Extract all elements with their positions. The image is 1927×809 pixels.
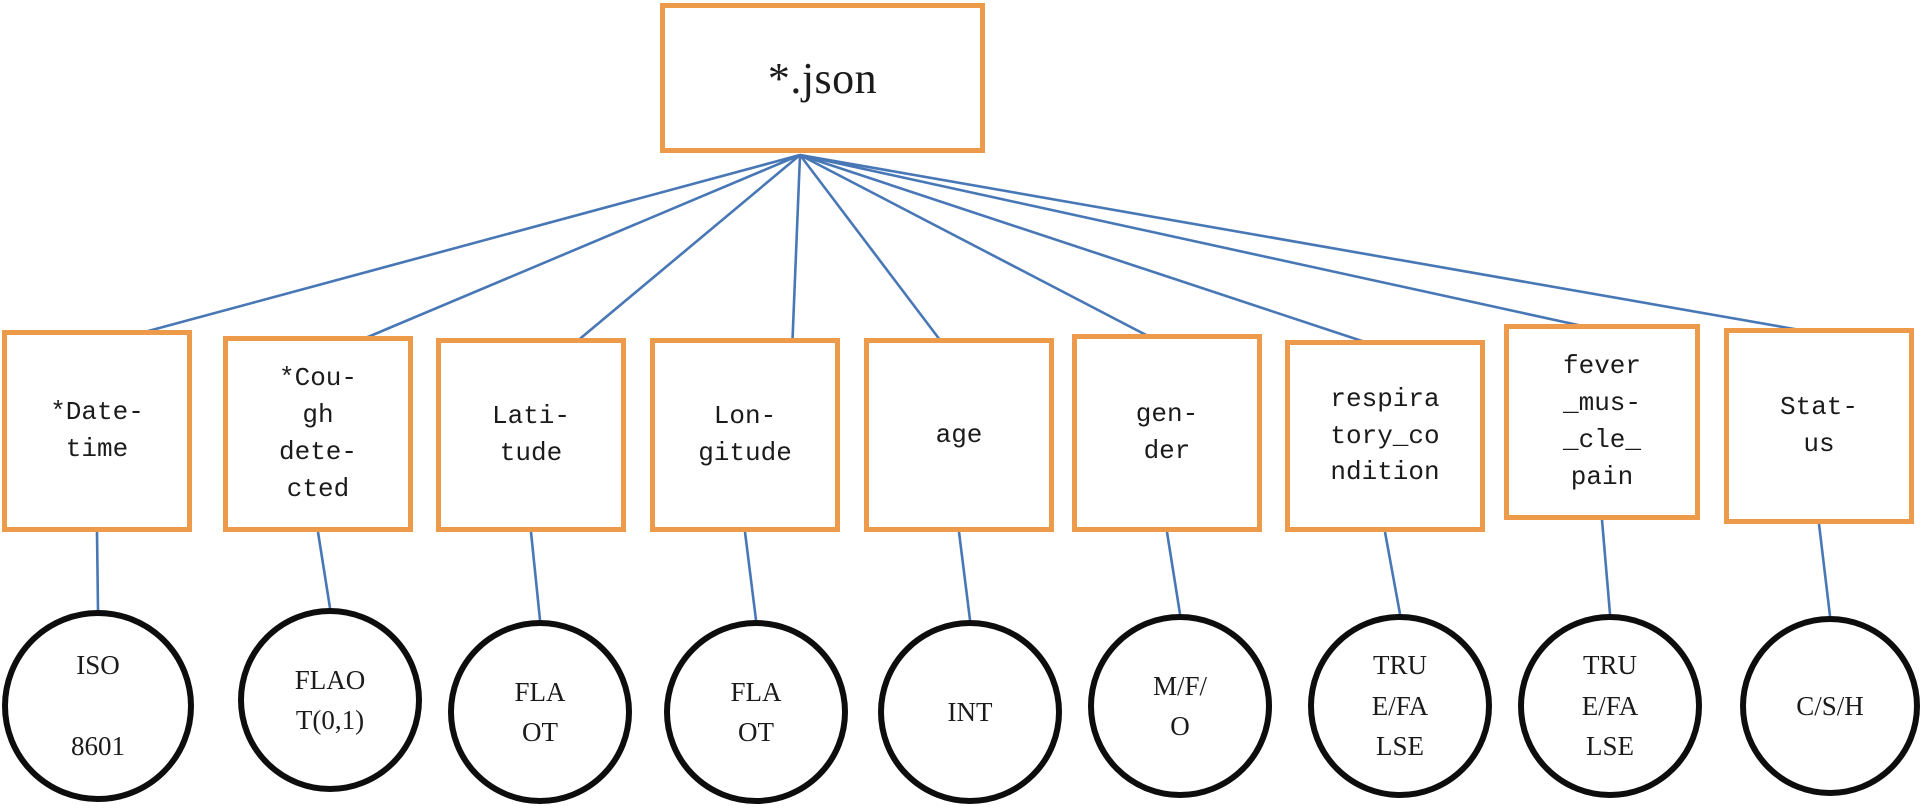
edge-field-to-type-4 xyxy=(957,531,972,621)
field-node-longitude[interactable]: Lon- gitude xyxy=(650,338,840,532)
type-node-label: TRU E/FA LSE xyxy=(1581,650,1639,762)
field-node-gender[interactable]: gen- der xyxy=(1072,334,1262,532)
field-node-respiratory-condition[interactable]: respira tory_co ndition xyxy=(1285,340,1485,532)
edge-root-to-field-7 xyxy=(799,153,1583,328)
type-node-label: TRU E/FA LSE xyxy=(1371,650,1429,762)
edge-root-to-field-0 xyxy=(144,153,801,334)
field-node-latitude[interactable]: Lati- tude xyxy=(436,338,626,532)
type-node-mfo[interactable]: M/F/ O xyxy=(1088,614,1272,798)
edge-field-to-type-5 xyxy=(1165,531,1182,615)
type-node-boolean-respiratory[interactable]: TRU E/FA LSE xyxy=(1308,614,1492,798)
type-node-label: M/F/ O xyxy=(1152,670,1208,742)
field-node-datetime[interactable]: *Date- time xyxy=(2,330,192,532)
field-node-label: age xyxy=(935,419,983,450)
edge-field-to-type-2 xyxy=(529,531,542,621)
edge-field-to-type-1 xyxy=(316,531,332,609)
edge-root-to-field-8 xyxy=(799,153,1801,332)
edge-root-to-field-4 xyxy=(798,154,942,341)
root-node-json[interactable]: *.json xyxy=(660,3,985,153)
type-node-csh[interactable]: C/S/H xyxy=(1740,616,1920,796)
field-node-label: Lon- gitude xyxy=(698,401,792,468)
edge-field-to-type-8 xyxy=(1817,523,1832,617)
edge-root-to-field-2 xyxy=(577,154,801,341)
edge-root-to-field-6 xyxy=(799,153,1366,344)
edge-field-to-type-3 xyxy=(743,531,758,621)
edge-field-to-type-0 xyxy=(95,531,100,611)
field-node-cough-detected[interactable]: *Cou- gh dete- cted xyxy=(223,336,413,532)
field-node-fever-muscle-pain[interactable]: fever _mus- _cle_ pain xyxy=(1504,324,1700,520)
edge-root-to-field-1 xyxy=(364,153,801,340)
type-node-iso8601[interactable]: ISO 8601 xyxy=(2,610,194,802)
type-node-float-latitude[interactable]: FLA OT xyxy=(448,620,632,804)
type-node-int[interactable]: INT xyxy=(878,620,1062,804)
field-node-label: respira tory_co ndition xyxy=(1330,383,1440,488)
field-node-label: Stat- us xyxy=(1779,392,1858,459)
field-node-label: Lati- tude xyxy=(491,401,570,468)
type-node-boolean-fever[interactable]: TRU E/FA LSE xyxy=(1518,614,1702,798)
field-node-label: fever _mus- _cle_ pain xyxy=(1562,351,1641,492)
type-node-label: INT xyxy=(947,696,993,727)
type-node-float01[interactable]: FLAO T(0,1) xyxy=(238,608,422,792)
edge-root-to-field-3 xyxy=(791,154,802,341)
type-node-label: ISO 8601 xyxy=(71,650,125,762)
edge-root-to-field-5 xyxy=(799,153,1149,338)
field-node-label: *Date- time xyxy=(50,397,144,464)
type-node-label: FLA OT xyxy=(514,676,566,748)
field-node-age[interactable]: age xyxy=(864,338,1054,532)
root-node-label: *.json xyxy=(767,53,878,103)
type-node-float-longitude[interactable]: FLA OT xyxy=(664,620,848,804)
type-node-label: FLA OT xyxy=(730,676,782,748)
type-node-label: C/S/H xyxy=(1796,690,1864,721)
edge-field-to-type-7 xyxy=(1600,519,1612,615)
field-node-status[interactable]: Stat- us xyxy=(1724,328,1914,524)
edge-field-to-type-6 xyxy=(1383,531,1402,615)
field-node-label: gen- der xyxy=(1135,399,1199,466)
type-node-label: FLAO T(0,1) xyxy=(294,664,366,736)
field-node-label: *Cou- gh dete- cted xyxy=(278,363,357,504)
